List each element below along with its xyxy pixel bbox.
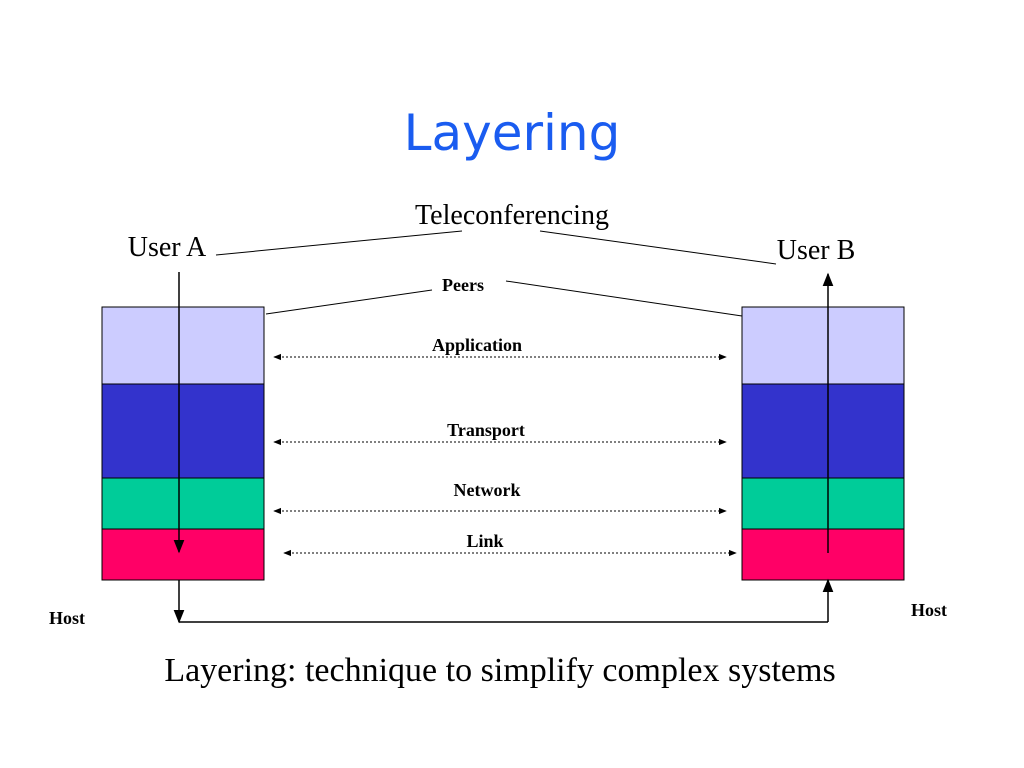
slide-caption: Layering: technique to simplify complex … (164, 652, 836, 689)
host-b-label: Host (911, 600, 947, 620)
link-layer-label: Link (466, 531, 503, 551)
host-a-label: Host (49, 608, 85, 628)
host-b-application-layer (741, 306, 905, 385)
user-a-label: User A (128, 232, 207, 263)
peers-label: Peers (442, 275, 484, 295)
slide-title: Layering (403, 104, 621, 162)
host-b-link-layer (741, 528, 905, 581)
peers-line-b (505, 280, 743, 317)
host-a-link-layer (101, 528, 265, 581)
host-a-stack (101, 306, 265, 581)
peers-line-a (265, 289, 433, 315)
network-layer-label: Network (454, 480, 521, 500)
teleconf-line-a (215, 230, 463, 256)
host-a-application-layer (101, 306, 265, 385)
host-a-network-layer (101, 477, 265, 530)
host-a-transport-layer (101, 383, 265, 479)
host-b-network-layer (741, 477, 905, 530)
teleconferencing-label: Teleconferencing (415, 200, 609, 231)
teleconf-line-b (539, 230, 777, 265)
host-b-stack (741, 306, 905, 581)
host-b-transport-layer (741, 383, 905, 479)
application-layer-label: Application (432, 335, 522, 355)
transport-layer-label: Transport (447, 420, 525, 440)
user-b-label: User B (777, 235, 856, 266)
